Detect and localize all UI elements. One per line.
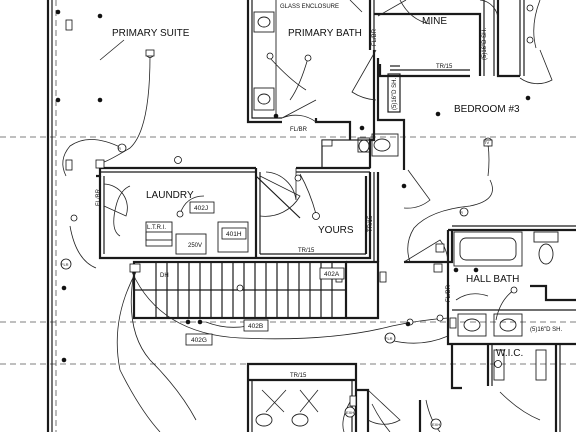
wiring — [62, 0, 541, 432]
room-labels: PRIMARY SUITE PRIMARY BATH GLASS ENCLOSU… — [112, 4, 523, 359]
ltri-label: L.T.R.I. — [147, 225, 166, 231]
glass-enclosure-label: GLASS ENCLOSURE — [280, 4, 339, 10]
room-yours: YOURS — [318, 225, 354, 236]
note-tr15-yours-h: TR/15 — [298, 248, 315, 254]
room-primary-bath: PRIMARY BATH — [288, 28, 362, 39]
svg-text:FLR: FLR — [61, 262, 69, 267]
tag-402b: 402B — [248, 323, 263, 330]
laundry-equipment: L.T.R.I. 250V — [147, 225, 202, 249]
note-tr15-mine: TR/15 — [436, 64, 453, 70]
wall-notes: FL/BR FL/BR FL/BR FL/BR TR/15 TR/15 TR/1… — [96, 28, 562, 379]
svg-text:EXH: EXH — [346, 410, 354, 415]
note-flbr-bath: FL/BR — [372, 28, 378, 46]
walls — [46, 0, 576, 432]
note-flbr-hall: FL/BR — [446, 284, 452, 302]
room-primary-suite: PRIMARY SUITE — [112, 28, 190, 39]
svg-text:FLR: FLR — [385, 336, 393, 341]
svg-text:R: R — [118, 146, 121, 151]
tag-401h: 401H — [226, 231, 242, 238]
note-flbr-left: FL/BR — [96, 188, 102, 206]
note-tr15-bottom: TR/15 — [290, 373, 307, 379]
note-shelf: (5)16"D SH. — [392, 78, 398, 110]
circuit-tags: 402J 401H 402A 402B 402G — [185, 201, 345, 346]
room-hall-bath: HALL BATH — [466, 274, 519, 285]
tag-402j: 402J — [194, 205, 208, 212]
v250-label: 250V — [188, 243, 202, 249]
tag-402g: 402G — [191, 337, 207, 344]
room-mine: MINE — [422, 16, 447, 27]
note-dh: DH — [160, 273, 169, 279]
room-bedroom-3: BEDROOM #3 — [454, 104, 520, 115]
tag-402a: 402A — [324, 271, 340, 278]
svg-text:R: R — [460, 210, 463, 215]
note-tr15-yours-v: TR/15 — [368, 215, 374, 232]
electrical-symbols: R FLR FLR EXH EXH TV R — [55, 4, 534, 430]
door-swings — [99, 0, 553, 425]
note-shelf-b: (5)16"D SH. — [482, 28, 488, 60]
svg-text:EXH: EXH — [432, 422, 440, 427]
plumbing-fixtures — [145, 0, 559, 427]
room-laundry: LAUNDRY — [146, 190, 194, 201]
svg-text:TV: TV — [484, 140, 489, 145]
note-flbr-primary: FL/BR — [290, 127, 308, 133]
room-wic: W.I.C. — [496, 348, 523, 359]
note-shelf-hall: (5)16"D SH. — [530, 327, 562, 333]
